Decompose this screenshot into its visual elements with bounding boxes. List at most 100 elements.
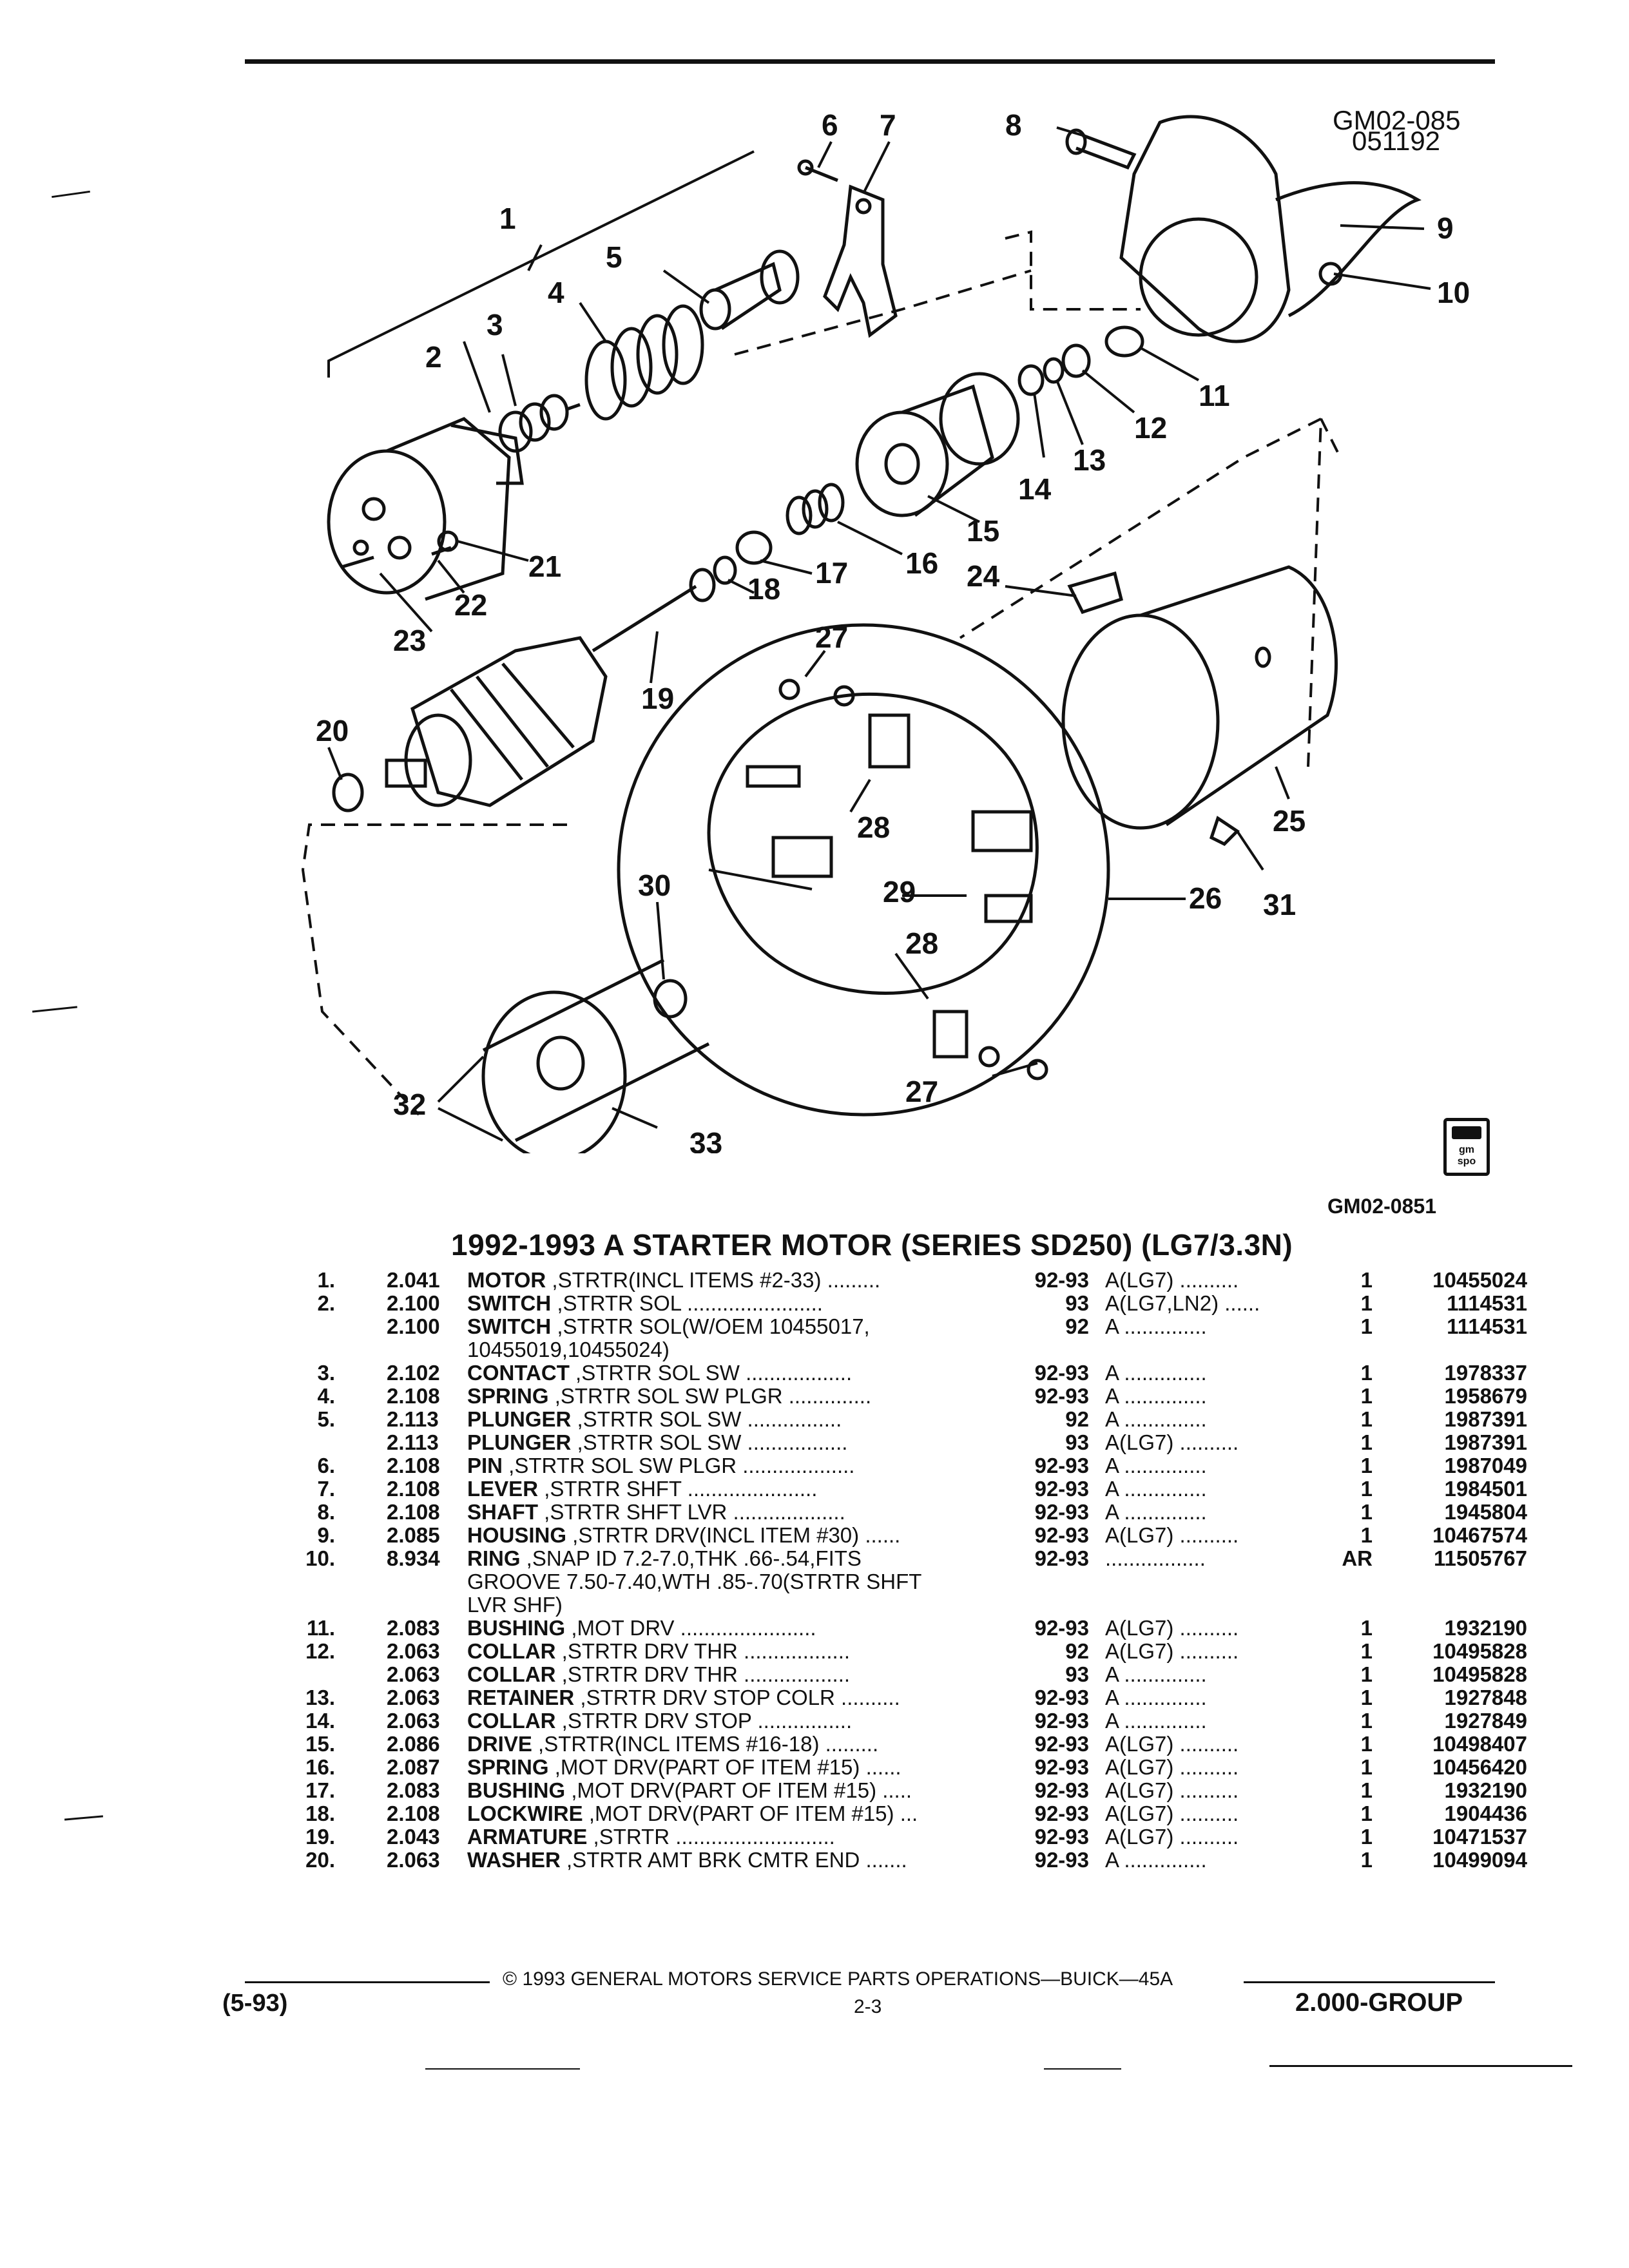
part-number: 10495828 [1432,1662,1527,1686]
item-number: 7. [317,1477,335,1501]
callout-28b: 28 [905,927,938,960]
item-number: 14. [305,1709,335,1733]
part-number: 11505767 [1433,1546,1527,1570]
brush-screws [778,678,1048,1081]
drive-housing [1119,115,1422,343]
footer-copyright: © 1993 GENERAL MOTORS SERVICE PARTS OPER… [503,1968,1173,1990]
part-detail: ,STRTR SOL SW PLGR ................... [503,1454,855,1477]
part-name: SWITCH [467,1291,552,1315]
part-name: LEVER [467,1477,539,1501]
callout-23: 23 [393,624,426,657]
callout-2: 2 [425,340,442,374]
part-description: MOTOR ,STRTR(INCL ITEMS #2-33) ......... [467,1268,880,1293]
quantity: 1 [1360,1709,1373,1733]
part-name: CONTACT [467,1361,570,1385]
part-number: 10471537 [1432,1825,1527,1849]
part-detail: ,MOT DRV(PART OF ITEM #15) ...... [548,1755,901,1779]
part-description: RETAINER ,STRTR DRV STOP COLR .......... [467,1686,900,1710]
model-years: 92-93 [1034,1268,1089,1292]
part-name: SWITCH [467,1314,552,1338]
part-number: 10455024 [1432,1268,1527,1292]
logo-text: gm spo [1457,1144,1476,1167]
part-detail: ,STRTR DRV(INCL ITEM #30) ...... [566,1523,901,1547]
model-codes: A .............. [1105,1500,1207,1524]
model-codes: A(LG7) .......... [1105,1616,1239,1640]
model-years: 92-93 [1034,1848,1089,1872]
part-name: BUSHING [467,1778,566,1802]
part-detail: ,STRTR DRV THR .................. [555,1639,851,1663]
part-description: SHAFT ,STRTR SHFT LVR ..................… [467,1500,845,1524]
shaft-part [1065,128,1137,170]
part-name: COLLAR [467,1639,556,1663]
pin-part [797,159,838,182]
part-name: SPRING [467,1755,549,1779]
footer-rule-left [245,1981,490,1983]
callout-20: 20 [316,714,349,747]
part-detail: ,STRTR(INCL ITEMS #2-33) ......... [546,1268,881,1292]
callout-29: 29 [883,875,916,908]
group-number: 8.934 [387,1546,440,1570]
part-name: COLLAR [467,1662,556,1686]
part-number: 10495828 [1432,1639,1527,1663]
part-number: 1987391 [1444,1407,1527,1431]
quantity: 1 [1360,1686,1373,1709]
model-codes: A(LG7) .......... [1105,1755,1239,1779]
callout-4: 4 [548,276,564,309]
leader-lines [327,126,1431,1142]
group-number: 2.063 [387,1686,440,1709]
model-years: 92 [1065,1639,1089,1663]
model-codes: A .............. [1105,1709,1207,1733]
part-description: 10455019,10455024) [467,1338,670,1362]
group-number: 2.087 [387,1755,440,1779]
part-description: LOCKWIRE ,MOT DRV(PART OF ITEM #15) ... [467,1802,918,1826]
frame-clip [1067,571,1123,615]
model-years: 92-93 [1034,1384,1089,1408]
part-description: LEVER ,STRTR SHFT ...................... [467,1477,817,1501]
quantity: 1 [1360,1268,1373,1292]
model-codes: A(LG7) .......... [1105,1778,1239,1802]
model-codes: A .............. [1105,1686,1207,1709]
model-codes: ................. [1105,1546,1206,1570]
item-number: 18. [305,1802,335,1825]
callout-16: 16 [905,546,938,580]
part-number: 10499094 [1432,1848,1527,1872]
model-codes: A(LG7,LN2) ...... [1105,1291,1260,1315]
item-number: 8. [317,1500,335,1524]
part-detail: GROOVE 7.50-7.40,WTH .85-.70(STRTR SHFT [467,1570,922,1593]
item-number: 11. [306,1616,335,1640]
group-number: 2.085 [387,1523,440,1547]
callout-8: 8 [1005,108,1022,142]
field-frame [1061,565,1338,830]
quantity: 1 [1360,1825,1373,1849]
footer-bottom-rule [1269,2065,1572,2067]
quantity: 1 [1360,1430,1373,1454]
margin-mark [64,1815,104,1821]
part-number: 1984501 [1444,1477,1527,1501]
item-number: 13. [305,1686,335,1709]
part-number: 1932190 [1444,1616,1527,1640]
part-detail: ,STRTR SHFT LVR ................... [538,1500,845,1524]
model-codes: A(LG7) .......... [1105,1268,1239,1292]
group-number: 2.108 [387,1384,440,1408]
group-number: 2.108 [387,1477,440,1501]
quantity: 1 [1360,1848,1373,1872]
part-description: RING ,SNAP ID 7.2-7.0,THK .66-.54,FITS [467,1546,862,1571]
group-number: 2.063 [387,1848,440,1872]
item-number: 9. [317,1523,335,1547]
quantity: AR [1342,1546,1373,1570]
starter-drive [855,372,1020,517]
part-number: 1987391 [1444,1430,1527,1454]
model-codes: A(LG7) .......... [1105,1825,1239,1849]
assembly-line [1307,418,1342,767]
frame-nut [1209,816,1240,847]
stop-collar-part [1017,364,1045,396]
part-description: SWITCH ,STRTR SOL(W/OEM 10455017, [467,1314,870,1339]
part-description: COLLAR ,STRTR DRV STOP ................ [467,1709,852,1733]
model-codes: A(LG7) .......... [1105,1430,1239,1454]
page-title: 1992-1993 A STARTER MOTOR (SERIES SD250)… [451,1228,1293,1262]
group-number: 2.043 [387,1825,440,1849]
armature [385,568,716,807]
model-years: 93 [1065,1430,1089,1454]
model-codes: A .............. [1105,1662,1207,1686]
part-detail: ,STRTR(INCL ITEMS #16-18) ......... [532,1732,879,1756]
